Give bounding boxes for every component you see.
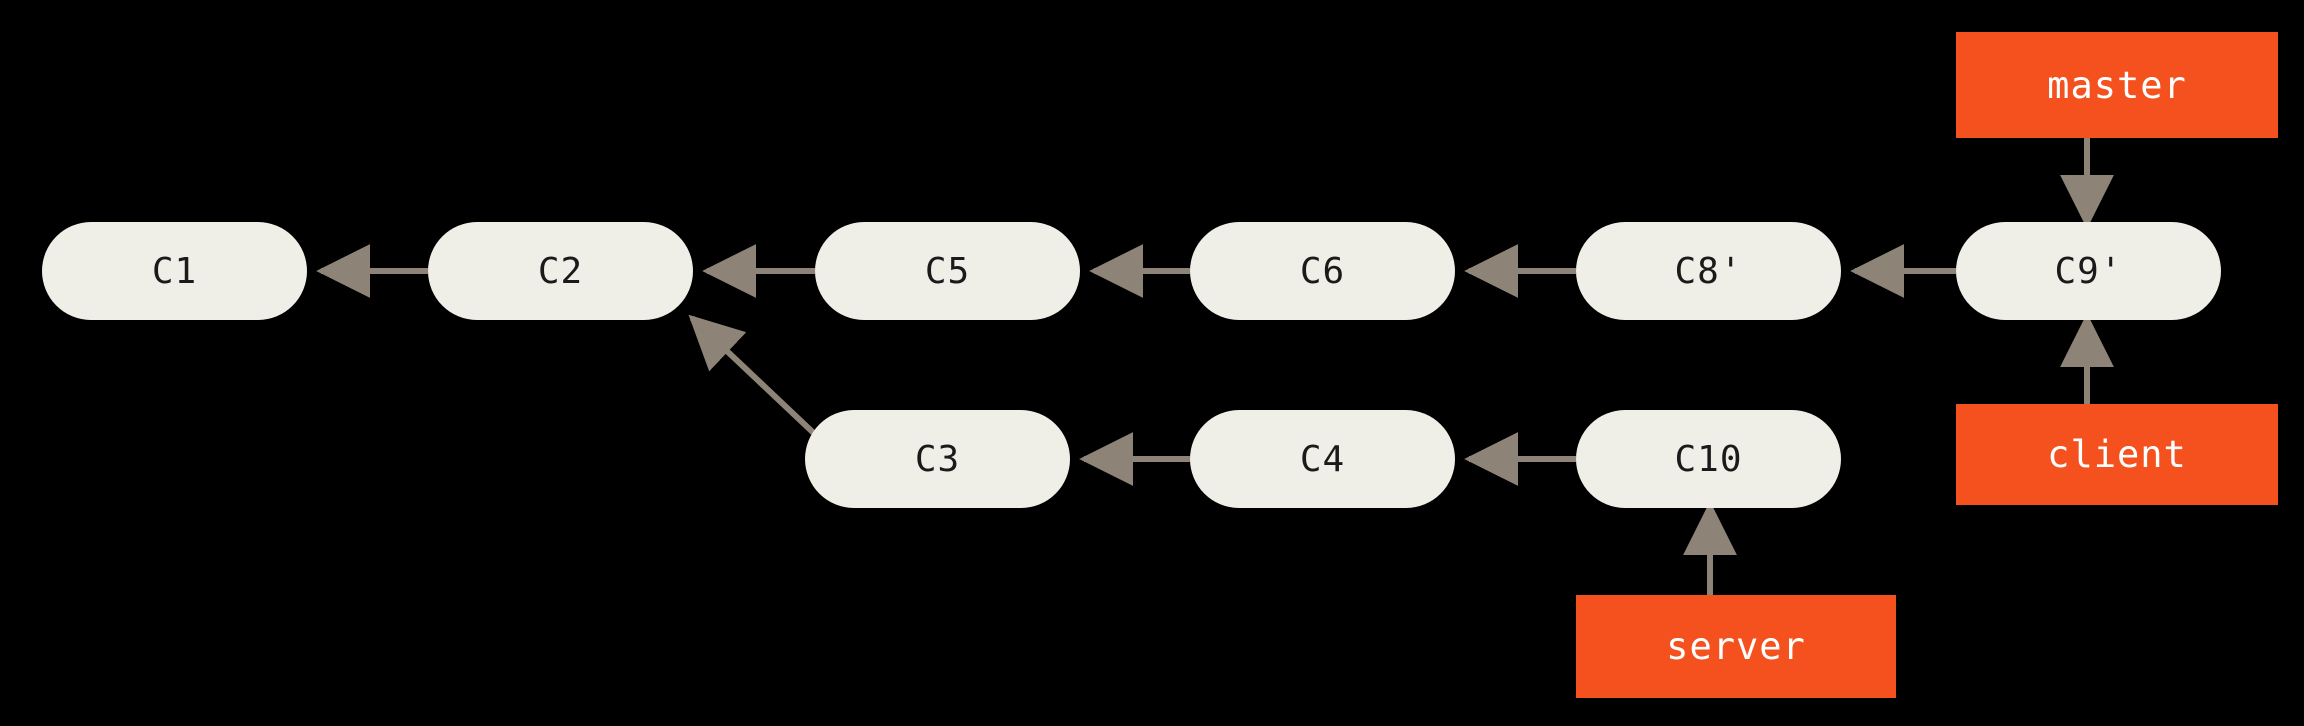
commit-node-c4[interactable]: C4 — [1190, 410, 1455, 508]
edge-c3-to-c2 — [688, 314, 823, 442]
commit-node-c9-prime[interactable]: C9' — [1956, 222, 2221, 320]
branch-label-master[interactable]: master — [1956, 32, 2278, 138]
commit-node-c2[interactable]: C2 — [428, 222, 693, 320]
commit-node-c3[interactable]: C3 — [805, 410, 1070, 508]
commit-node-c8-prime[interactable]: C8' — [1576, 222, 1841, 320]
branch-label-server[interactable]: server — [1576, 595, 1896, 698]
commit-node-c10[interactable]: C10 — [1576, 410, 1841, 508]
commit-node-c1[interactable]: C1 — [42, 222, 307, 320]
commit-node-c5[interactable]: C5 — [815, 222, 1080, 320]
branch-label-client[interactable]: client — [1956, 404, 2278, 505]
commit-node-c6[interactable]: C6 — [1190, 222, 1455, 320]
